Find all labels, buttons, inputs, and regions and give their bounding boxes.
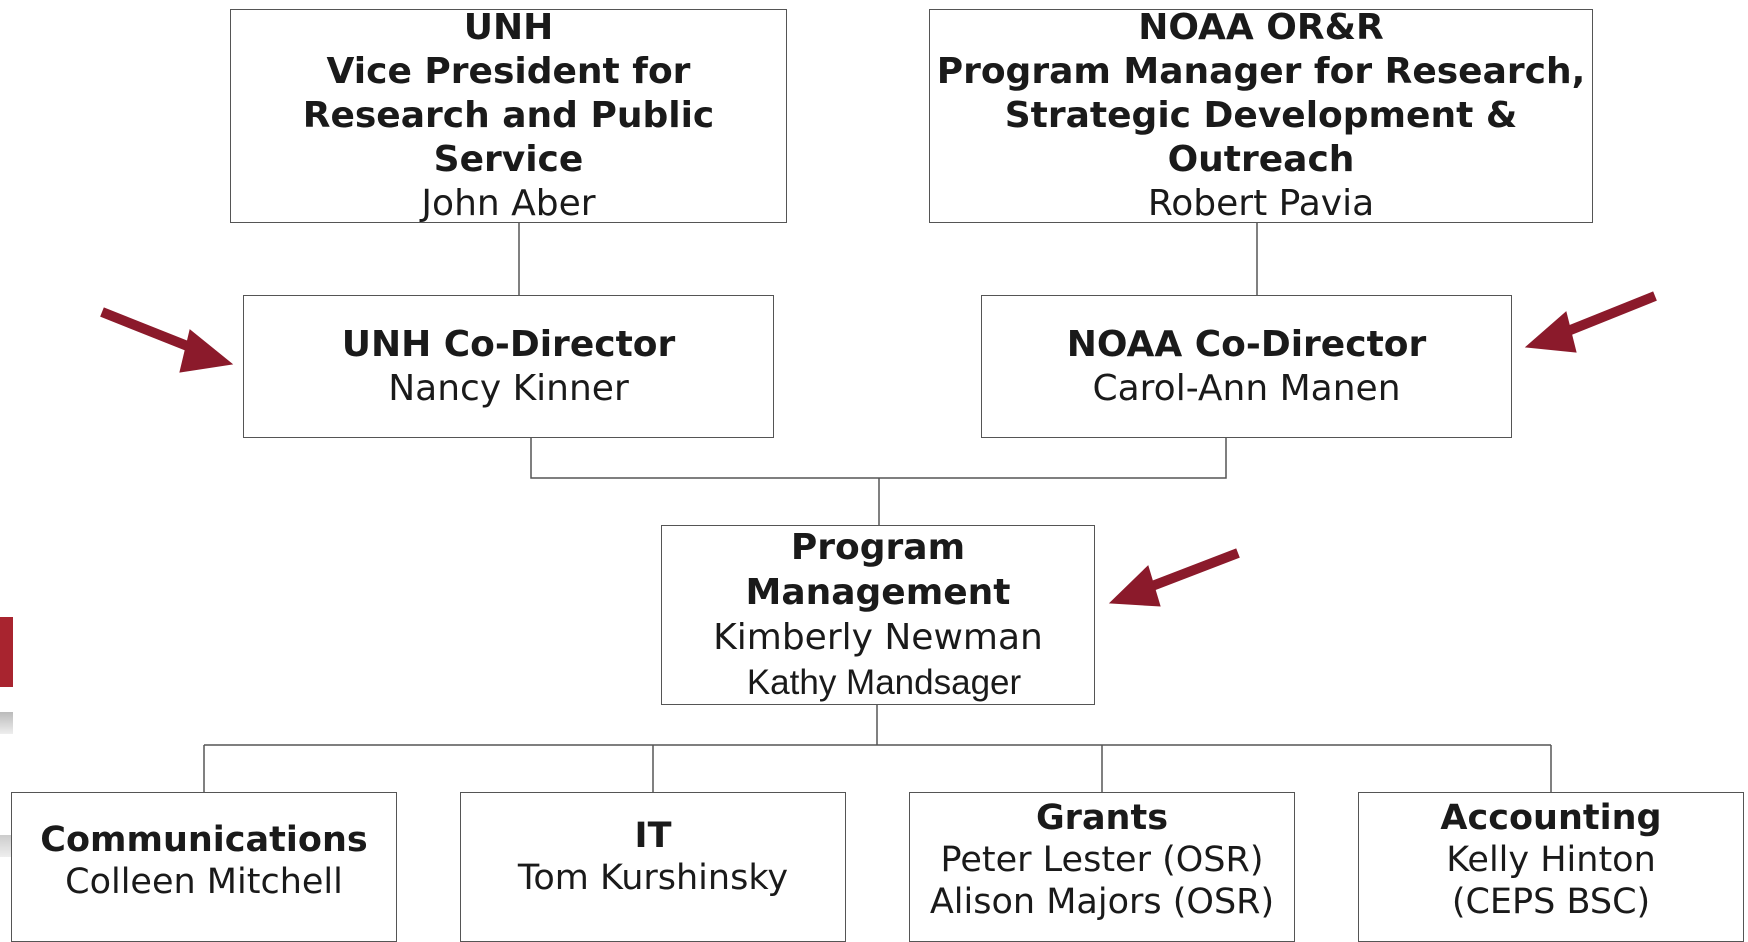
it-name: Tom Kurshinsky — [517, 858, 789, 898]
program-management-title: Program Management — [745, 527, 1011, 613]
communications-name: Colleen Mitchell — [65, 862, 343, 902]
unh-vp-name: John Aber — [421, 183, 596, 224]
unh-vp-org: UNH — [463, 7, 554, 48]
noaa-co-director-name: Carol-Ann Manen — [1092, 367, 1401, 409]
cropped-logo-fragment — [0, 617, 13, 687]
connector-co-directors-join — [530, 438, 1227, 479]
grants-name-2: Alison Majors (OSR) — [929, 882, 1275, 922]
noaa-pm-box: NOAA OR&R Program Manager for Research, … — [929, 7, 1593, 224]
communications-title: Communications — [40, 820, 368, 860]
program-management-box: Program Management Kimberly Newman Kathy… — [661, 525, 1095, 705]
arrow-icon — [1524, 291, 1657, 353]
program-management-name-1: Kimberly Newman — [713, 617, 1043, 658]
noaa-pm-title-line1: Program Manager for Research, — [936, 51, 1586, 92]
grants-title: Grants — [1035, 798, 1169, 838]
unh-vp-title-line1: Vice President for — [326, 51, 691, 92]
grants-name-1: Peter Lester (OSR) — [940, 840, 1264, 880]
unh-vp-title-line2: Research and Public Service — [302, 95, 715, 180]
arrow-icon — [1108, 548, 1240, 607]
arrow-icon — [100, 307, 234, 373]
noaa-co-director-title: NOAA Co-Director — [1066, 323, 1427, 365]
noaa-pm-title-line2: Strategic Development & Outreach — [1004, 95, 1518, 180]
program-management-name-2: Kathy Mandsager — [746, 663, 1022, 702]
unh-co-director-box: UNH Co-Director Nancy Kinner — [243, 295, 774, 438]
cropped-logo-fragment-text — [0, 835, 13, 857]
grants-box: Grants Peter Lester (OSR) Alison Majors … — [909, 792, 1295, 942]
cropped-logo-fragment-text — [0, 712, 13, 734]
unh-co-director-name: Nancy Kinner — [388, 367, 629, 409]
it-title: IT — [634, 816, 672, 856]
accounting-name-1: Kelly Hinton — [1446, 840, 1656, 880]
it-box: IT Tom Kurshinsky — [460, 792, 846, 942]
accounting-box: Accounting Kelly Hinton (CEPS BSC) — [1358, 792, 1744, 942]
unh-co-director-title: UNH Co-Director — [341, 323, 676, 365]
noaa-pm-name: Robert Pavia — [1147, 183, 1375, 224]
accounting-name-2: (CEPS BSC) — [1451, 882, 1651, 922]
communications-box: Communications Colleen Mitchell — [11, 792, 397, 942]
noaa-pm-org: NOAA OR&R — [1138, 7, 1384, 48]
noaa-co-director-box: NOAA Co-Director Carol-Ann Manen — [981, 295, 1512, 438]
accounting-title: Accounting — [1440, 798, 1662, 838]
unh-vp-box: UNH Vice President for Research and Publ… — [230, 7, 787, 224]
